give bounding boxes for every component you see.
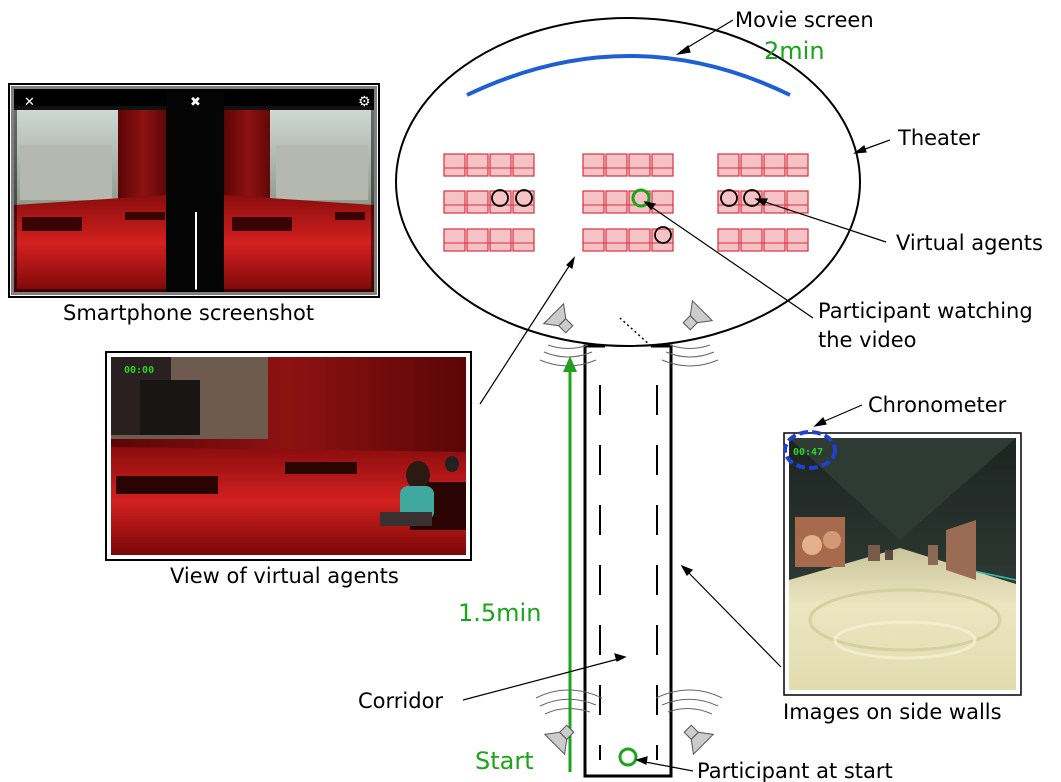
walking-path: [563, 356, 577, 772]
caption-virtual-agents-view: View of virtual agents: [170, 564, 399, 588]
pointer-lines: [462, 19, 891, 772]
virtual-agents-view: 00:00: [105, 351, 472, 561]
label-participant-start: Participant at start: [697, 759, 893, 782]
label-images-side-walls: Images on side walls: [783, 700, 1002, 724]
speaker-icon: [543, 724, 575, 756]
close-icon[interactable]: ✕: [24, 95, 35, 110]
theater-outline: [395, 17, 861, 347]
speaker-icon: [682, 299, 714, 331]
speaker-icon: [683, 724, 715, 756]
label-start: Start: [475, 747, 534, 775]
label-movie-screen: Movie screen: [735, 8, 874, 32]
label-participant-watching-2: the video: [818, 328, 917, 352]
seat-block-left: [443, 153, 535, 252]
label-corridor-time: 1.5min: [458, 599, 541, 627]
gear-icon[interactable]: ⚙: [358, 94, 371, 110]
virtual-agent-markers: [491, 189, 761, 244]
caption-smartphone: Smartphone screenshot: [63, 301, 314, 325]
label-participant-watching: Participant watching: [818, 299, 1033, 323]
speaker-icon: [542, 302, 574, 334]
corridor: [583, 317, 673, 778]
smartphone-screenshot: ✕ ✖ ⚙: [8, 83, 380, 298]
movie-screen-arc: [466, 54, 791, 97]
seat-grid: [443, 153, 809, 252]
side-walls-view: 00:47: [783, 430, 1022, 696]
seat-block-middle: [582, 153, 674, 252]
label-virtual-agents: Virtual agents: [896, 231, 1043, 255]
agents-view-chronometer: 00:00: [124, 365, 154, 376]
label-chronometer: Chronometer: [868, 393, 1007, 417]
chronometer-highlight: [783, 430, 837, 470]
participant-start-marker: [618, 747, 638, 767]
label-corridor: Corridor: [358, 689, 443, 713]
tools-icon[interactable]: ✖: [190, 95, 201, 110]
participant-watching-marker: [631, 188, 651, 208]
label-theater: Theater: [897, 126, 980, 150]
label-theater-time: 2min: [764, 37, 825, 65]
sound-waves: [535, 344, 723, 715]
side-walls-chronometer: 00:47: [793, 447, 823, 458]
